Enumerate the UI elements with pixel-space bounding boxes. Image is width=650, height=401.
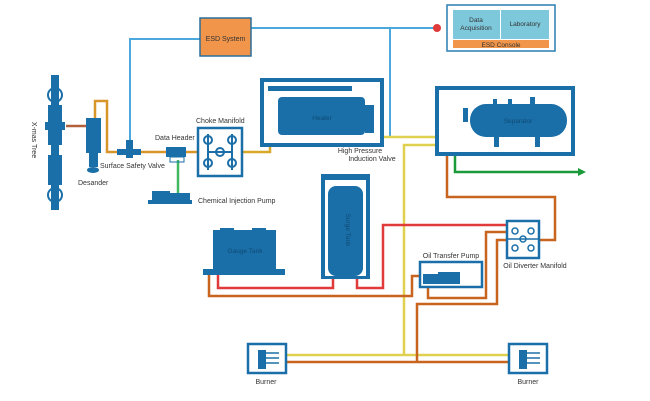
- laboratory-label: Laboratory: [509, 21, 541, 28]
- chemical-injection-pump-label: Chemical Injection Pump: [198, 198, 276, 205]
- oil-transfer-pump[interactable]: Oil Transfer Pump: [418, 253, 484, 289]
- burner-right[interactable]: Burner: [507, 342, 549, 386]
- heater-label: Heater: [312, 115, 332, 122]
- gauge-tank-label: Gauge Tank: [228, 248, 264, 255]
- separator[interactable]: Separator: [435, 86, 575, 156]
- process-lines: [66, 99, 578, 364]
- choke-manifold[interactable]: Choke Manifold: [196, 118, 245, 178]
- gauge-tank-oil-line: [207, 274, 420, 298]
- desander-to-choke-line: [93, 99, 198, 154]
- heater[interactable]: Heater High Pressure Induction Valve: [260, 78, 396, 163]
- esd-system-label: ESD System: [206, 36, 246, 43]
- surge-tank-label: Surge Tank: [344, 214, 351, 248]
- esd-system[interactable]: ESD System: [199, 17, 252, 57]
- oil-pump-return-line: [426, 230, 506, 300]
- surge-tank[interactable]: Surge Tank: [321, 174, 370, 279]
- desander-label: Desander: [78, 180, 109, 187]
- alarm-indicator-icon: [433, 24, 441, 32]
- esd-console-label: ESD Console: [481, 42, 520, 49]
- data-acquisition-box[interactable]: [453, 10, 500, 39]
- burner-left[interactable]: Burner: [246, 342, 288, 386]
- gauge-tank[interactable]: Gauge Tank: [203, 228, 285, 275]
- laboratory-box[interactable]: [501, 10, 549, 39]
- gauge-surge-water-line: [216, 275, 335, 290]
- data-acquisition-label: Data: [469, 17, 483, 24]
- esd-console-panel[interactable]: Data Acquisition Laboratory ESD Console: [446, 4, 556, 52]
- burner-right-label: Burner: [517, 379, 539, 386]
- hp-valve-label: High Pressure: [338, 148, 382, 155]
- oil-diverter-manifold-label: Oil Diverter Manifold: [503, 263, 567, 270]
- esd-console-bar[interactable]: [453, 40, 549, 48]
- separator-label: Separator: [504, 118, 533, 125]
- desander[interactable]: Desander: [78, 118, 109, 187]
- data-acquisition-label-2: Acquisition: [460, 25, 492, 32]
- oil-transfer-pump-label: Oil Transfer Pump: [423, 253, 480, 260]
- ssv-signal-line: [129, 38, 200, 140]
- ssv-label: Surface Safety Valve: [100, 163, 165, 170]
- data-header-label: Data Header: [155, 135, 195, 142]
- oil-line-separator: [445, 155, 557, 242]
- data-header[interactable]: Data Header: [155, 135, 195, 163]
- outlet-arrow-icon: [578, 168, 586, 176]
- xmas-tree[interactable]: X-mas Tree: [30, 75, 65, 210]
- surge-to-diverter-line: [355, 223, 506, 290]
- outlet-line: [453, 155, 578, 174]
- burner-left-label: Burner: [255, 379, 277, 386]
- hp-valve-label-2: Induction Valve: [348, 156, 395, 163]
- oil-burner-feed-line: [415, 238, 506, 362]
- oil-diverter-manifold[interactable]: Oil Diverter Manifold: [503, 219, 567, 270]
- signal-lines: [129, 27, 437, 140]
- gas-line: [402, 143, 436, 355]
- surface-safety-valve[interactable]: Surface Safety Valve: [100, 140, 165, 170]
- choke-manifold-label: Choke Manifold: [196, 118, 245, 125]
- xmas-tree-label: X-mas Tree: [30, 122, 37, 158]
- chemical-injection-pump[interactable]: Chemical Injection Pump: [148, 191, 276, 205]
